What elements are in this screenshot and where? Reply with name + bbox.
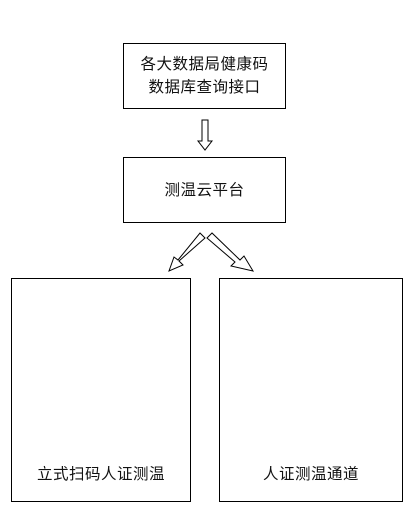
node-label: 测温云平台 — [164, 181, 245, 199]
arrow-down-left-icon — [168, 232, 206, 272]
node-label: 人证测温通道 — [262, 465, 359, 483]
node-label: 立式扫码人证测温 — [36, 465, 165, 483]
arrow-down-icon — [196, 119, 214, 151]
temperature-gate-channel-node: 人证测温通道 — [219, 278, 403, 502]
temperature-cloud-platform-node: 测温云平台 — [123, 157, 286, 223]
node-label-line-2: 数据库查询接口 — [148, 78, 261, 96]
node-label-line-1: 各大数据局健康码 — [140, 55, 269, 73]
health-code-database-node: 各大数据局健康码 数据库查询接口 — [123, 43, 286, 109]
standing-scan-terminal-node: 立式扫码人证测温 — [11, 278, 191, 502]
arrow-down-right-icon — [206, 232, 255, 272]
